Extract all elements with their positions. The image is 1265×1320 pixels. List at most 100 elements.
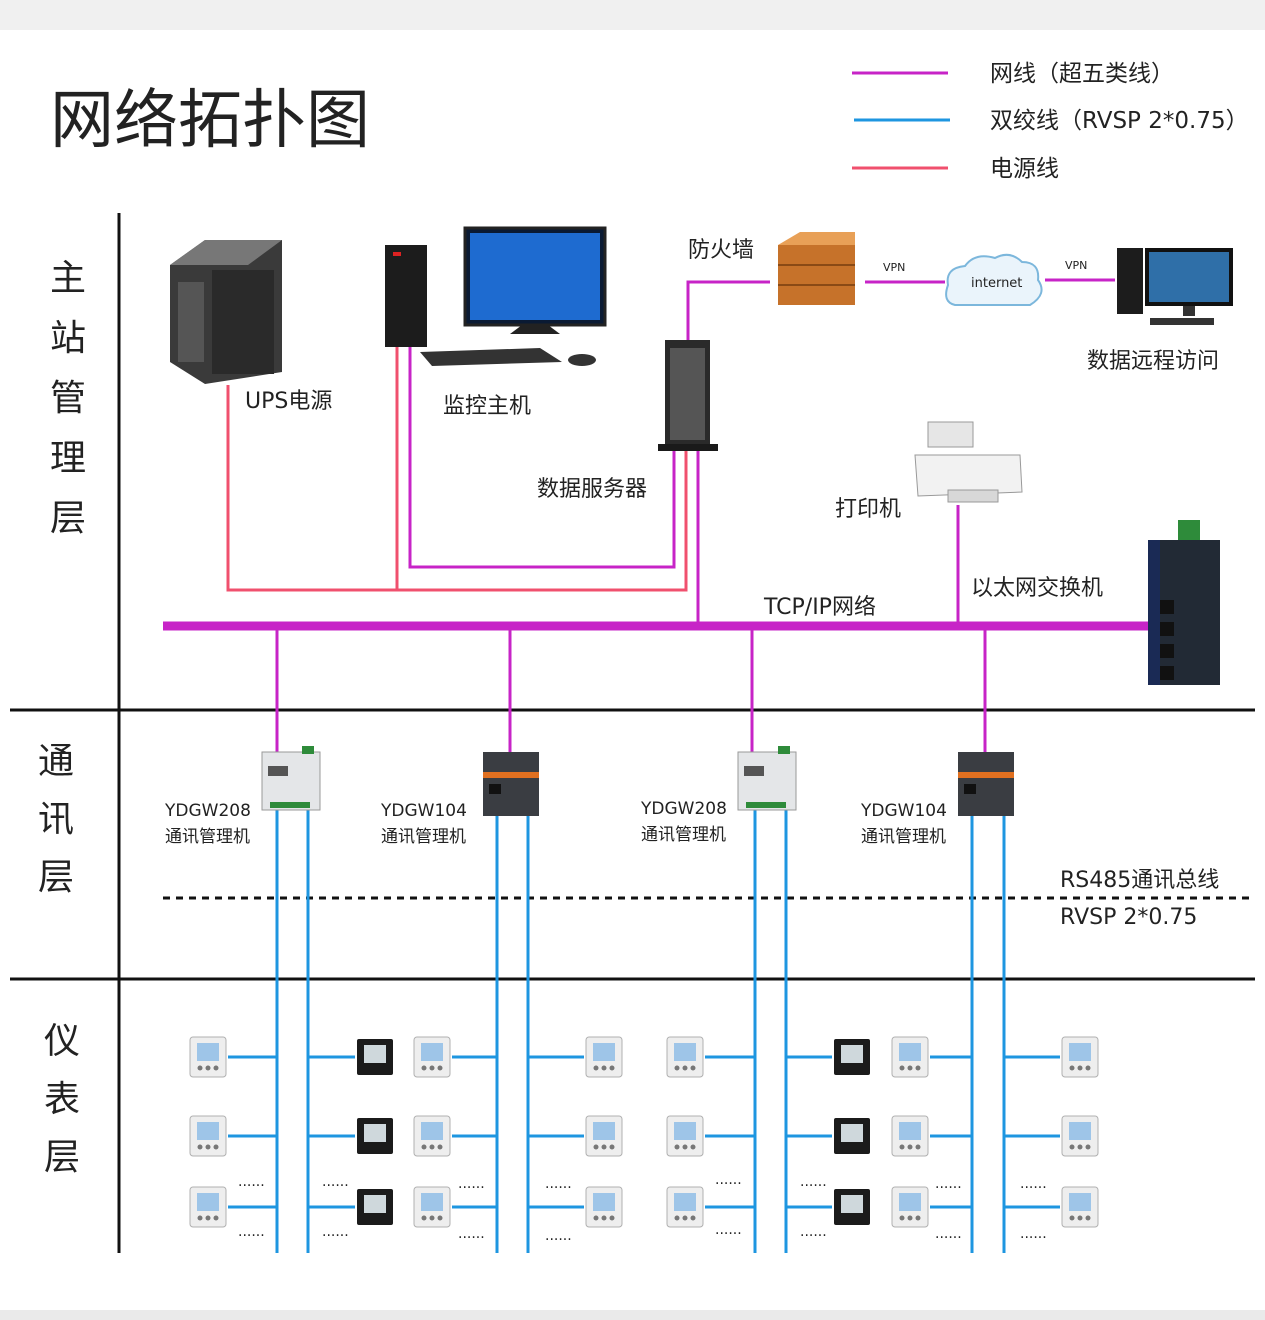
- ellipsis-mark: ......: [935, 1176, 962, 1192]
- meter-screen: [593, 1043, 615, 1061]
- ellipsis-mark: ......: [1020, 1226, 1047, 1242]
- switch-device: [1148, 520, 1220, 685]
- ups-device: [170, 240, 282, 384]
- meter-button: [437, 1215, 443, 1221]
- meter-button: [690, 1065, 696, 1071]
- meter-button: [197, 1215, 203, 1221]
- meter-button: [609, 1144, 615, 1150]
- power-meter: [891, 1186, 929, 1228]
- diagram-canvas: 网络拓扑图 网线（超五类线） 双绞线（RVSP 2*0.75） 电源线 主站管理…: [0, 30, 1265, 1310]
- meter-screen: [674, 1193, 696, 1211]
- remote-access-label: 数据远程访问: [1087, 349, 1219, 374]
- dark-meter: [834, 1118, 870, 1154]
- ellipsis-mark: ......: [935, 1226, 962, 1242]
- meter-button: [899, 1065, 905, 1071]
- server-grille: [670, 348, 705, 440]
- meter-button: [915, 1065, 921, 1071]
- dark-meter: [834, 1039, 870, 1075]
- gateway-desc-label: 通讯管理机: [165, 827, 250, 847]
- meter-screen: [197, 1043, 219, 1061]
- meter-screen: [899, 1193, 921, 1211]
- meter-button: [601, 1215, 607, 1221]
- remote-screen: [1149, 252, 1229, 302]
- firewall-device: [778, 232, 855, 305]
- firewall-front: [778, 245, 855, 305]
- gateway-body: [261, 751, 321, 811]
- meter-button: [907, 1215, 913, 1221]
- gateway-display: [744, 766, 764, 776]
- ellipsis-mark: ......: [545, 1176, 572, 1192]
- ups-panel: [178, 282, 204, 362]
- gateway-desc-label: 通讯管理机: [641, 825, 726, 845]
- data-server-label: 数据服务器: [537, 477, 647, 502]
- meter-button: [915, 1144, 921, 1150]
- meter-button: [1069, 1144, 1075, 1150]
- vpn-left-label: VPN: [883, 261, 905, 274]
- meter-screen: [421, 1193, 443, 1211]
- meter-button: [1085, 1144, 1091, 1150]
- gateway-terminal: [778, 746, 790, 754]
- meter-button: [213, 1215, 219, 1221]
- rs485-bus-cable: RVSP 2*0.75: [1060, 905, 1197, 930]
- meter-button: [907, 1065, 913, 1071]
- gateway-desc-label: 通讯管理机: [861, 827, 946, 847]
- meter-button: [1077, 1065, 1083, 1071]
- ellipsis-mark: ......: [800, 1224, 827, 1240]
- host-keyboard: [420, 348, 562, 366]
- cloud-shape: [945, 253, 1043, 306]
- meter-button: [437, 1065, 443, 1071]
- twisted-pair-buses: [275, 810, 1006, 1253]
- ellipsis-mark: ......: [238, 1174, 265, 1190]
- ellipsis-mark: ......: [238, 1224, 265, 1240]
- power-meter: [585, 1036, 623, 1078]
- meter-button: [213, 1144, 219, 1150]
- gateway-stripe: [958, 772, 1014, 778]
- power-meter: [1061, 1115, 1099, 1157]
- meter-screen: [841, 1045, 863, 1063]
- meter-screen: [1069, 1193, 1091, 1211]
- power-lines: [226, 347, 688, 592]
- page-title: 网络拓扑图: [50, 84, 370, 158]
- switch-terminal: [1178, 520, 1200, 540]
- firewall-label: 防火墙: [688, 238, 754, 263]
- meter-button: [682, 1065, 688, 1071]
- meter-button: [429, 1215, 435, 1221]
- power-meter: [666, 1186, 704, 1228]
- network-line-host: [408, 347, 676, 569]
- meter-button: [682, 1215, 688, 1221]
- bottom-bar: [0, 1310, 1265, 1320]
- remote-tower: [1117, 248, 1143, 314]
- meter-screen: [593, 1193, 615, 1211]
- gateway-terminal-bottom: [270, 802, 310, 808]
- layer-station-label-char: 层: [50, 498, 86, 539]
- layer-comm-label-char: 讯: [38, 799, 74, 840]
- meter-button: [1077, 1144, 1083, 1150]
- layer-station-label-char: 主: [50, 258, 86, 299]
- rs485-bus-label: RS485通讯总线: [1060, 868, 1219, 893]
- dark-meter: [834, 1189, 870, 1225]
- switch-port-4: [1160, 666, 1174, 680]
- topology-diagram: 网络拓扑图 网线（超五类线） 双绞线（RVSP 2*0.75） 电源线 主站管理…: [10, 61, 1255, 1253]
- power-meter: [891, 1115, 929, 1157]
- meter-button: [690, 1215, 696, 1221]
- layer-station-label-char: 站: [50, 318, 86, 359]
- data-server-device: [658, 340, 718, 451]
- meter-button: [421, 1215, 427, 1221]
- remote-stand: [1183, 306, 1195, 316]
- layer-station-label-char: 理: [50, 438, 86, 479]
- printer-paper-tray: [927, 421, 974, 448]
- power-meter: [189, 1115, 227, 1157]
- power-meter: [189, 1036, 227, 1078]
- meter-screen: [197, 1122, 219, 1140]
- legend-network-label: 网线（超五类线）: [990, 61, 1174, 87]
- meter-button: [674, 1215, 680, 1221]
- ellipsis-mark: ......: [715, 1222, 742, 1238]
- dark-meter: [357, 1189, 393, 1225]
- ellipsis-mark: ......: [458, 1226, 485, 1242]
- network-lines: [275, 278, 1115, 752]
- power-meter: [413, 1186, 451, 1228]
- gateway-desc-label: 通讯管理机: [381, 827, 466, 847]
